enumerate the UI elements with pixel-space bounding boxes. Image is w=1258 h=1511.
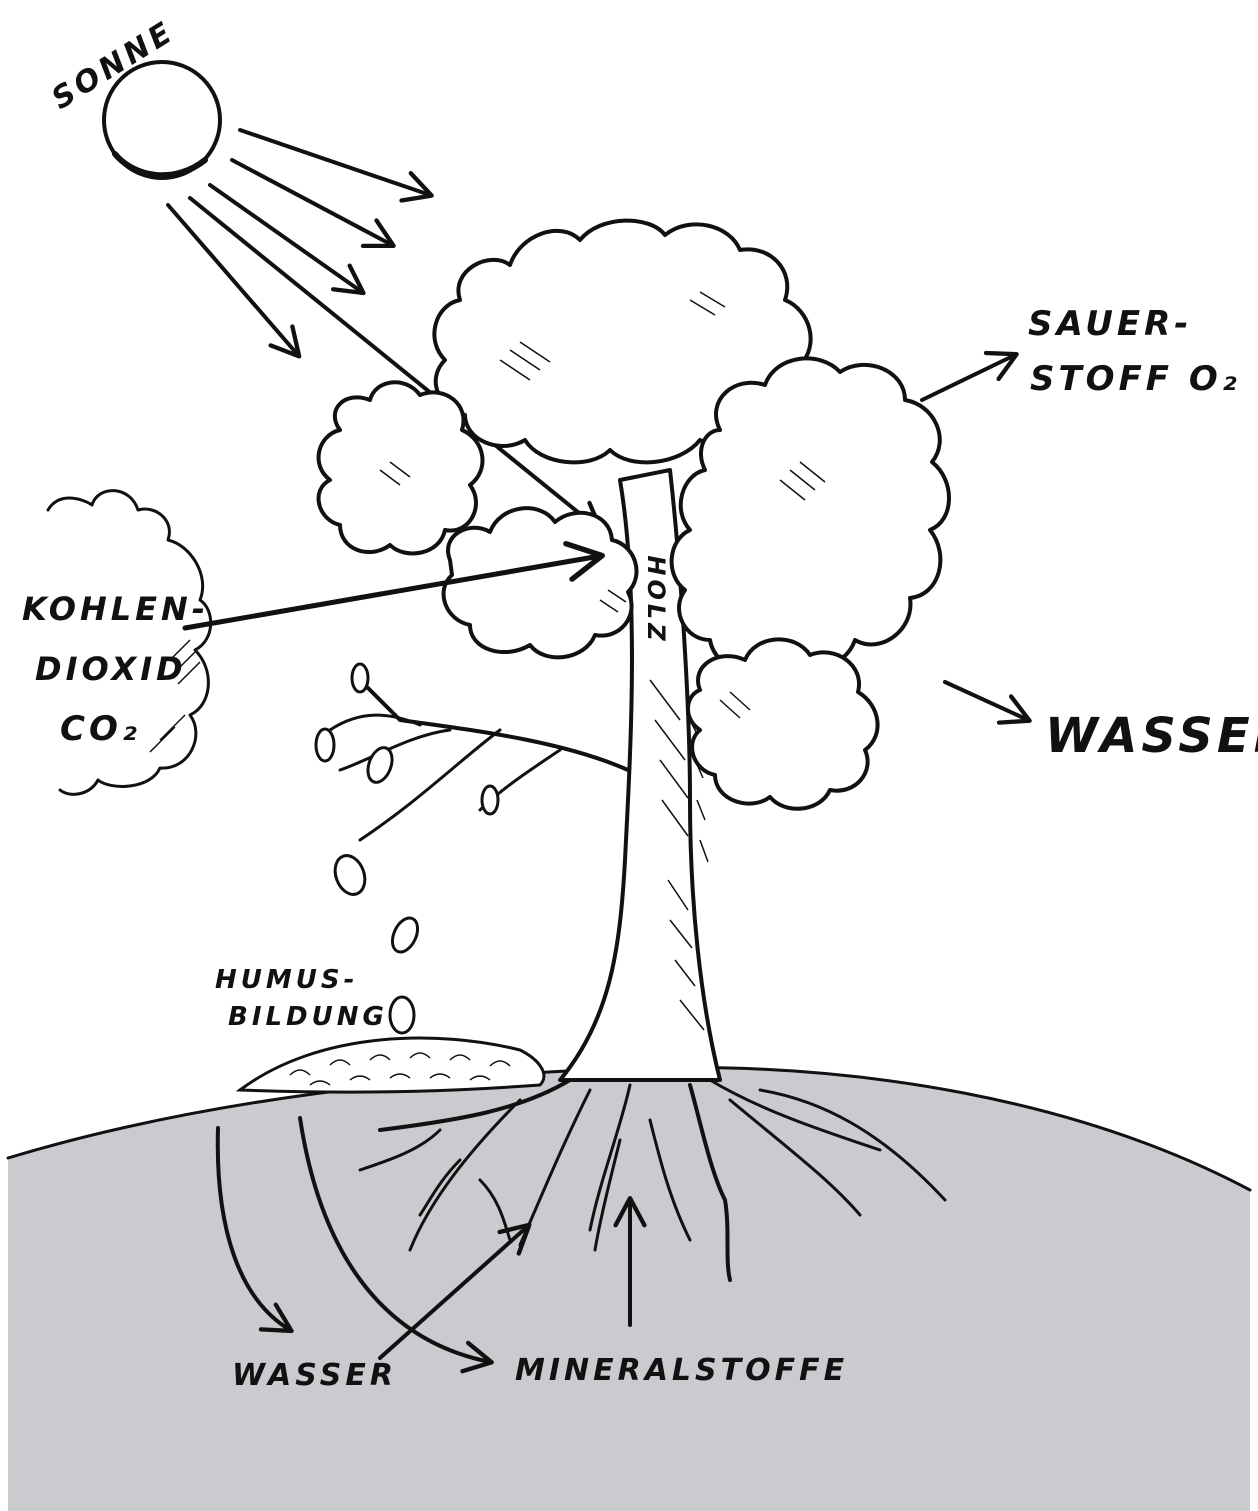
oxygen-arrow <box>922 355 1015 400</box>
minerals-label: MINERALSTOFFE <box>515 1353 848 1388</box>
oxygen-label-line1: SAUER- <box>1028 304 1192 344</box>
humus-label-line1: HUMUS- <box>215 965 358 995</box>
co2-label-line3: CO₂ <box>60 709 141 749</box>
canopy-lower-right <box>688 639 878 808</box>
wood-label: HOLZ <box>642 555 670 644</box>
water-out-arrow <box>945 682 1028 720</box>
canopy-center-left <box>444 508 637 657</box>
humus-label-line2: BILDUNG <box>228 1002 388 1032</box>
humus-leaf-pile <box>240 1038 544 1092</box>
oxygen-label-line2: STOFF O₂ <box>1030 359 1241 399</box>
tree-branch-left <box>316 664 628 840</box>
co2-label-line2: DIOXID <box>35 650 187 688</box>
canopy-left <box>319 382 483 553</box>
water-soil-label: WASSER <box>232 1358 397 1393</box>
water-out-label: WASSER <box>1045 708 1258 764</box>
co2-label-line1: KOHLEN- <box>22 590 209 628</box>
